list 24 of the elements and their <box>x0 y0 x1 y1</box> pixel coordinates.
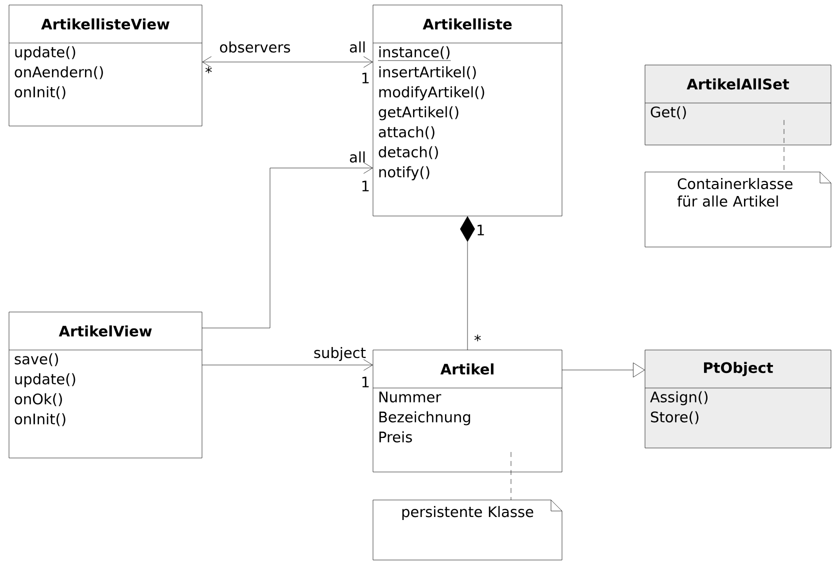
class-box: ArtikelAllSet Get() <box>644 64 832 146</box>
multiplicity: 1 <box>362 376 369 388</box>
multiplicity: 1 <box>362 180 369 192</box>
dashed-line <box>510 452 512 500</box>
multiplicity: * <box>205 66 212 74</box>
role-name: all <box>350 151 365 163</box>
note-box: Containerklasse für alle Artikel <box>644 172 832 248</box>
arrow <box>460 216 475 350</box>
multiplicity: * <box>474 334 481 342</box>
role-name: observers <box>220 41 290 53</box>
multiplicity: 1 <box>362 72 369 84</box>
edge-label: subject <box>314 346 366 361</box>
role-name: all <box>350 41 365 53</box>
class-box: Artikelliste instance() insertArtikel() modifyArtikel() getArtikel() attach() detach() notify() <box>372 4 562 216</box>
arrow <box>202 162 373 328</box>
class-box: Artikel Nummer Bezeichnung Preis <box>372 350 562 472</box>
class-box: PtObject Assign() Store() <box>644 350 832 448</box>
note-box: persistente Klasse <box>372 500 562 560</box>
class-box: ArtikelView save() update() onOk() onInit() <box>8 312 202 458</box>
arrow <box>202 56 373 68</box>
multiplicity: 1 <box>478 224 484 236</box>
arrow <box>202 359 373 371</box>
arrow <box>562 362 645 378</box>
class-box: ArtikellisteView update() onAendern() onInit() <box>8 4 202 126</box>
